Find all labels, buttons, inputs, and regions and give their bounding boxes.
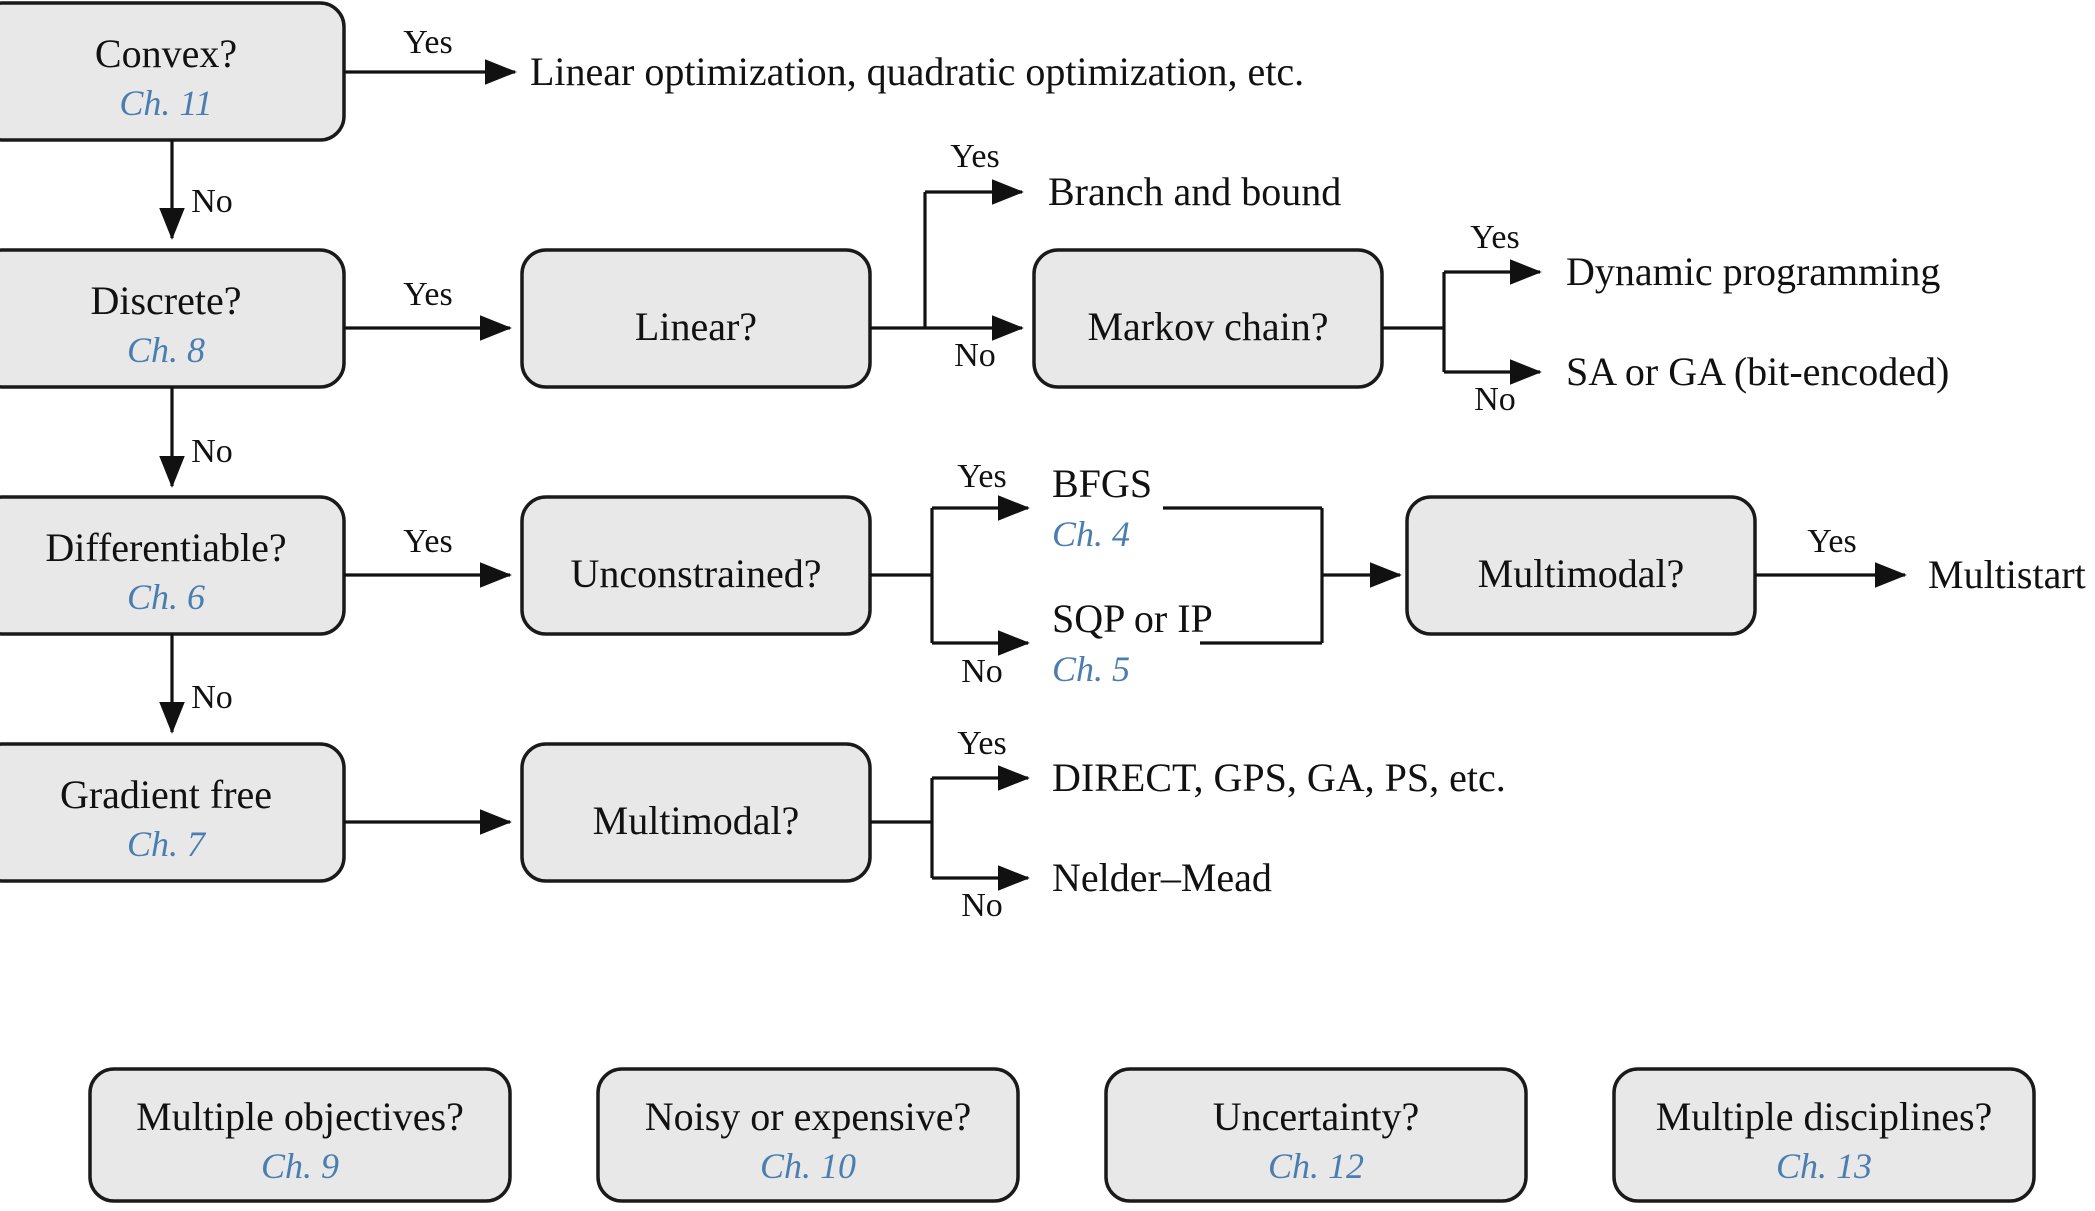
edge-label-multimodal-gf-no: No — [961, 887, 1003, 924]
node-differentiable-chapter: Ch. 6 — [127, 577, 205, 617]
node-discrete-title: Discrete? — [90, 278, 241, 323]
node-markov-rect — [1032, 248, 1384, 389]
node-convex[interactable]: Convex? Ch. 11 — [0, 1, 346, 142]
node-gradient-free-title: Gradient free — [60, 772, 272, 817]
node-gradient-free-rect — [0, 742, 346, 883]
node-linear-title: Linear? — [635, 304, 757, 349]
node-markov[interactable]: Markov chain? — [1032, 248, 1384, 389]
edge-label-linear-no: No — [954, 337, 996, 374]
leaf-sa-ga-label: SA or GA (bit-encoded) — [1566, 349, 1949, 394]
node-unconstrained-title: Unconstrained? — [570, 551, 821, 596]
node-linear-rect — [520, 248, 872, 389]
leaf-sqp-ip-label: SQP or IP — [1052, 596, 1213, 641]
edge-label-discrete-yes: Yes — [403, 276, 452, 313]
node-multiple-objectives-chapter: Ch. 9 — [261, 1146, 339, 1186]
node-unconstrained[interactable]: Unconstrained? — [520, 495, 872, 636]
leaf-bfgs-chapter: Ch. 4 — [1052, 514, 1130, 554]
node-differentiable[interactable]: Differentiable? Ch. 6 — [0, 495, 346, 636]
node-uncertainty-title: Uncertainty? — [1213, 1094, 1420, 1139]
node-noisy-expensive-rect — [596, 1067, 1020, 1203]
edge-label-markov-yes: Yes — [1470, 219, 1519, 256]
node-multiple-objectives-rect — [88, 1067, 512, 1203]
node-multiple-objectives[interactable]: Multiple objectives? Ch. 9 — [88, 1067, 512, 1203]
node-multimodal-gradient[interactable]: Multimodal? — [1405, 495, 1757, 636]
node-gradient-free-chapter: Ch. 7 — [127, 824, 207, 864]
node-discrete-chapter: Ch. 8 — [127, 330, 205, 370]
edge-label-multimodal-gradient-yes: Yes — [1807, 523, 1856, 560]
node-multiple-disciplines-chapter: Ch. 13 — [1776, 1146, 1872, 1186]
edge-label-convex-yes: Yes — [403, 24, 452, 61]
node-multimodal-gradientfree[interactable]: Multimodal? — [520, 742, 872, 883]
edge-label-unconstrained-no: No — [961, 653, 1003, 690]
node-multimodal-gradientfree-title: Multimodal? — [593, 798, 800, 843]
edge-label-differentiable-yes: Yes — [403, 523, 452, 560]
node-uncertainty[interactable]: Uncertainty? Ch. 12 — [1104, 1067, 1528, 1203]
node-differentiable-title: Differentiable? — [45, 525, 286, 570]
leaf-branch-bound-label: Branch and bound — [1048, 169, 1341, 214]
edge-label-unconstrained-yes: Yes — [957, 458, 1006, 495]
leaf-multistart-label: Multistart — [1928, 552, 2086, 597]
node-multimodal-gradient-title: Multimodal? — [1478, 551, 1685, 596]
node-differentiable-rect — [0, 495, 346, 636]
node-noisy-expensive-chapter: Ch. 10 — [760, 1146, 856, 1186]
node-multiple-objectives-title: Multiple objectives? — [136, 1094, 464, 1139]
leaf-dynamic-prog-label: Dynamic programming — [1566, 249, 1940, 294]
node-multimodal-gradient-rect — [1405, 495, 1757, 636]
node-multimodal-gradientfree-rect — [520, 742, 872, 883]
leaf-direct-gps-label: DIRECT, GPS, GA, PS, etc. — [1052, 755, 1506, 800]
leaf-nelder-mead-label: Nelder–Mead — [1052, 855, 1272, 900]
node-multiple-disciplines-rect — [1612, 1067, 2036, 1203]
node-noisy-expensive-title: Noisy or expensive? — [645, 1094, 972, 1139]
leaf-bfgs-label: BFGS — [1052, 461, 1152, 506]
edge-label-markov-no: No — [1474, 381, 1516, 418]
node-gradient-free[interactable]: Gradient free Ch. 7 — [0, 742, 346, 883]
node-markov-title: Markov chain? — [1087, 304, 1328, 349]
edge-label-differentiable-no: No — [191, 679, 233, 716]
leaf-sqp-ip-chapter: Ch. 5 — [1052, 649, 1130, 689]
node-discrete-rect — [0, 248, 346, 389]
node-multiple-disciplines[interactable]: Multiple disciplines? Ch. 13 — [1612, 1067, 2036, 1203]
node-linear[interactable]: Linear? — [520, 248, 872, 389]
edge-label-convex-no: No — [191, 183, 233, 220]
node-convex-title: Convex? — [95, 31, 237, 76]
leaf-linear-quad-label: Linear optimization, quadratic optimizat… — [530, 49, 1304, 94]
node-convex-chapter: Ch. 11 — [119, 83, 212, 123]
node-noisy-expensive[interactable]: Noisy or expensive? Ch. 10 — [596, 1067, 1020, 1203]
edge-label-multimodal-gf-yes: Yes — [957, 725, 1006, 762]
node-discrete[interactable]: Discrete? Ch. 8 — [0, 248, 346, 389]
edge-label-linear-yes: Yes — [950, 138, 999, 175]
node-uncertainty-chapter: Ch. 12 — [1268, 1146, 1364, 1186]
node-multiple-disciplines-title: Multiple disciplines? — [1656, 1094, 1993, 1139]
edge-label-discrete-no: No — [191, 433, 233, 470]
node-unconstrained-rect — [520, 495, 872, 636]
node-uncertainty-rect — [1104, 1067, 1528, 1203]
